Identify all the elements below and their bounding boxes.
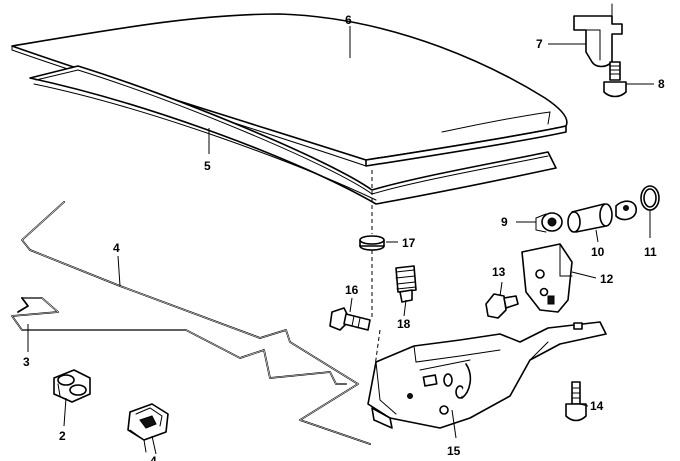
grommet xyxy=(359,235,385,251)
bushing xyxy=(535,212,563,233)
callout-16: 16 xyxy=(345,283,359,297)
hex-bolt-14 xyxy=(565,381,587,422)
callout-3: 3 xyxy=(23,355,30,369)
rubber-buffer xyxy=(395,265,417,303)
hinge-bracket xyxy=(573,3,623,68)
callout-5: 5 xyxy=(204,159,211,173)
leader-lines xyxy=(27,26,654,455)
callout-18: 18 xyxy=(397,317,411,331)
callout-6: 6 xyxy=(345,13,352,27)
callout-4a: 4 xyxy=(113,241,120,255)
callout-9: 9 xyxy=(501,215,508,229)
retaining-ring xyxy=(640,185,660,211)
callout-4b: 4 xyxy=(150,454,157,461)
callout-11: 11 xyxy=(644,245,657,259)
rod-clip xyxy=(53,369,91,403)
trunk-lock-assembly xyxy=(367,321,607,429)
callout-10: 10 xyxy=(591,245,605,259)
assembly-line xyxy=(371,329,381,389)
trunk-seal xyxy=(29,65,557,205)
hex-bolt-16 xyxy=(329,307,371,331)
callout-13: 13 xyxy=(492,265,506,279)
lock-bracket xyxy=(521,243,573,313)
callout-12: 12 xyxy=(600,272,614,286)
callouts: 6 5 7 8 9 10 11 12 13 14 15 16 17 18 4 3… xyxy=(23,13,665,461)
rod-holder xyxy=(127,403,169,453)
callout-15: 15 xyxy=(447,444,461,458)
callout-2: 2 xyxy=(59,429,66,443)
callout-8: 8 xyxy=(658,77,665,91)
hex-bolt-13 xyxy=(485,293,519,319)
callout-14: 14 xyxy=(590,399,604,413)
lock-cylinder xyxy=(567,200,637,233)
trunk-lid xyxy=(11,13,568,167)
torsion-rod xyxy=(21,201,371,445)
hex-bolt xyxy=(603,61,627,98)
callout-7: 7 xyxy=(536,37,543,51)
torsion-rod-lower xyxy=(11,297,347,385)
callout-17: 17 xyxy=(402,236,416,250)
